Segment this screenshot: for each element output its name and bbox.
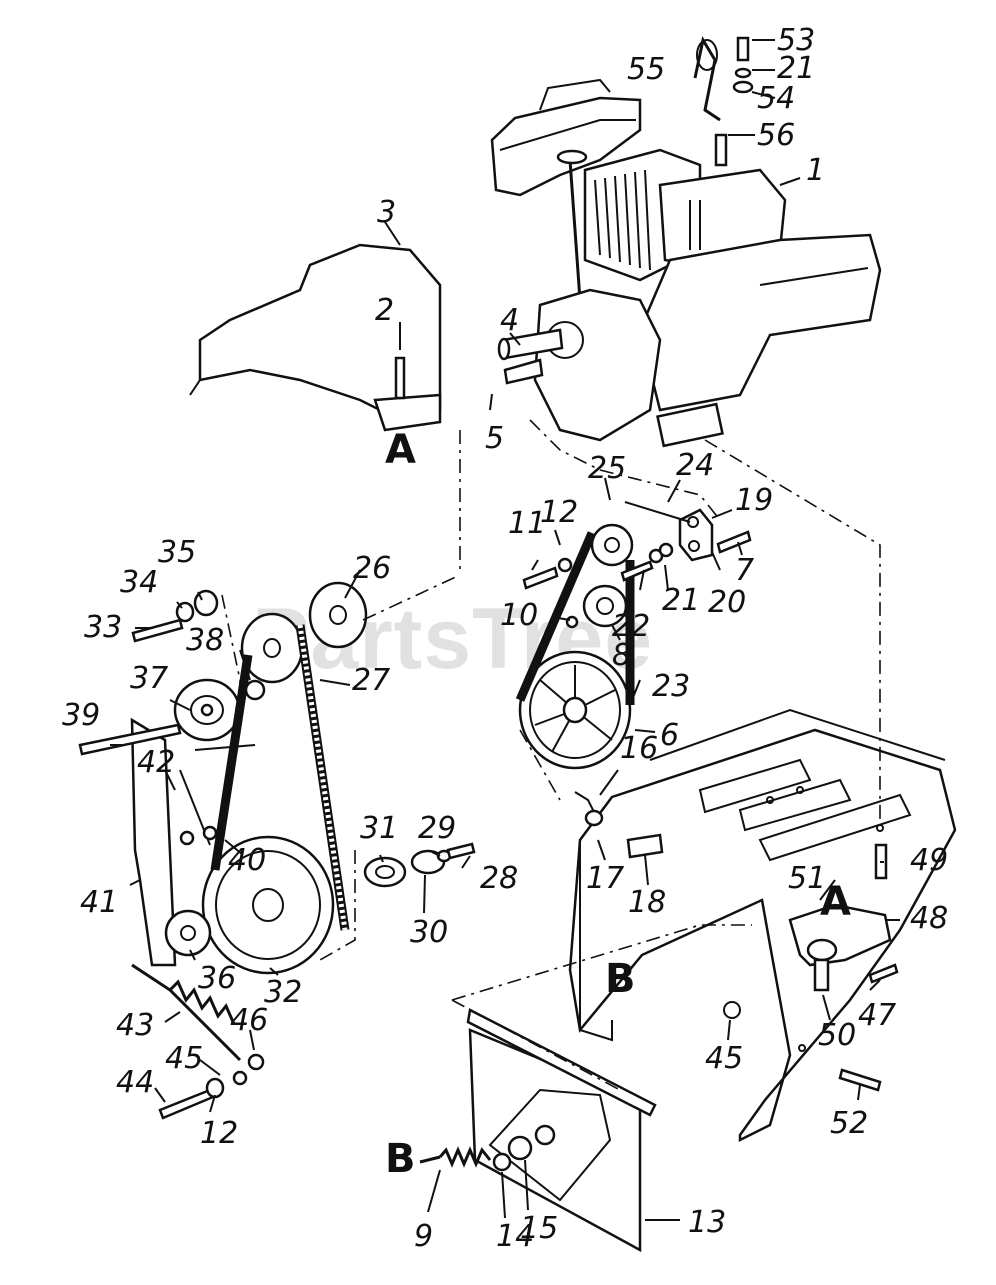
callout-39: 39 xyxy=(62,698,100,733)
callout-40: 40 xyxy=(228,843,266,878)
callout-16: 16 xyxy=(620,731,658,766)
callout-13: 13 xyxy=(688,1205,726,1240)
callout-53: 53 xyxy=(777,23,815,58)
callout-34: 34 xyxy=(120,565,158,600)
callout-22: 22 xyxy=(612,609,650,644)
frame-part xyxy=(568,708,957,1143)
callout-43: 43 xyxy=(116,1008,154,1043)
callout-50: 50 xyxy=(818,1018,856,1053)
callout-46: 46 xyxy=(230,1003,268,1038)
callout-20: 20 xyxy=(708,585,746,620)
callout-10: 10 xyxy=(500,598,538,633)
callout-28: 28 xyxy=(480,861,518,896)
callout-25: 25 xyxy=(588,451,626,486)
callout-56: 56 xyxy=(757,118,795,153)
callout-14: 14 xyxy=(496,1219,534,1254)
callout-2: 2 xyxy=(375,293,394,328)
callout-30: 30 xyxy=(410,915,448,950)
callout-21b: 21 xyxy=(662,583,700,618)
callout-31: 31 xyxy=(360,811,398,846)
callout-18: 18 xyxy=(628,885,666,920)
wire-part-55 xyxy=(693,35,721,122)
callout-32: 32 xyxy=(264,975,302,1010)
callout-47: 47 xyxy=(858,998,896,1033)
ref-letter-b-spring: B xyxy=(385,1136,416,1182)
callout-12b: 12 xyxy=(200,1116,238,1151)
callout-5: 5 xyxy=(485,421,504,456)
callout-54: 54 xyxy=(757,81,795,116)
callout-29: 29 xyxy=(418,811,456,846)
engine-part xyxy=(490,78,882,448)
callout-42: 42 xyxy=(137,745,175,780)
callout-26: 26 xyxy=(353,551,391,586)
auger-pulley-assembly xyxy=(515,501,752,770)
callout-8: 8 xyxy=(612,638,631,673)
callout-49: 49 xyxy=(910,843,948,878)
callout-51: 51 xyxy=(788,861,826,896)
callout-33: 33 xyxy=(84,610,122,645)
callout-12: 12 xyxy=(540,495,578,530)
ref-letter-a-cover: A xyxy=(385,427,416,473)
drive-pulley-assembly xyxy=(78,581,368,1120)
callout-38: 38 xyxy=(186,623,224,658)
callout-6: 6 xyxy=(660,718,679,753)
ref-letter-a-bracket: A xyxy=(820,879,851,925)
callout-41: 41 xyxy=(80,885,118,920)
callout-9: 9 xyxy=(414,1219,433,1254)
ref-letter-b-frame: B xyxy=(605,956,636,1002)
callout-24: 24 xyxy=(676,448,714,483)
callout-7: 7 xyxy=(735,553,754,588)
callout-15: 15 xyxy=(520,1211,558,1246)
callout-44: 44 xyxy=(116,1065,154,1100)
callout-52: 52 xyxy=(830,1106,868,1141)
callout-23: 23 xyxy=(652,669,690,704)
callout-11: 11 xyxy=(508,506,546,541)
callout-48: 48 xyxy=(910,901,948,936)
spring-part-43 xyxy=(131,963,242,1062)
callout-45: 45 xyxy=(165,1041,203,1076)
callout-27: 27 xyxy=(352,663,390,698)
callout-19: 19 xyxy=(735,483,773,518)
chute-plate-part xyxy=(419,1008,657,1253)
callout-4: 4 xyxy=(500,303,519,338)
callout-3: 3 xyxy=(377,195,396,230)
belt-cover-part xyxy=(198,243,442,422)
callout-21: 21 xyxy=(777,51,815,86)
callout-1: 1 xyxy=(806,153,825,188)
callout-35: 35 xyxy=(158,535,196,570)
callout-45b: 45 xyxy=(705,1041,743,1076)
callout-17: 17 xyxy=(586,861,624,896)
callout-55: 55 xyxy=(627,52,665,87)
callout-37: 37 xyxy=(130,661,168,696)
callout-36: 36 xyxy=(198,961,236,996)
